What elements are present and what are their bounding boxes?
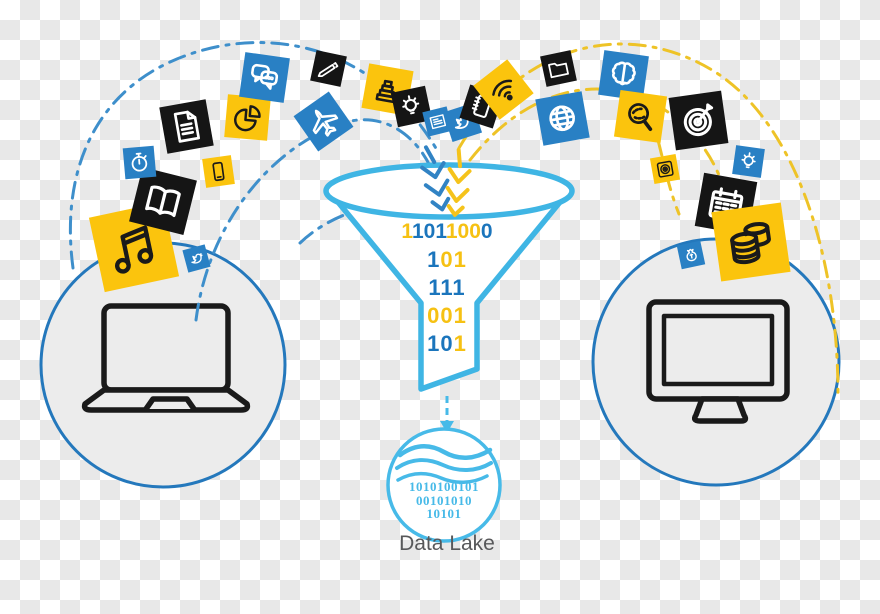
- funnel-binary-row: 101: [427, 247, 467, 272]
- funnel-binary-row: 001: [427, 303, 467, 328]
- monitor-icon: [646, 299, 790, 424]
- lake-waves: [395, 444, 493, 484]
- funnel-binary-row: 101: [427, 331, 467, 356]
- down-arrowhead: [440, 421, 454, 433]
- funnel-binary-row: 11011000: [401, 220, 493, 243]
- funnel-inflow-arrows-yellow: [445, 147, 472, 217]
- funnel-binary-row: 111: [428, 275, 466, 300]
- laptop-icon: [81, 303, 251, 413]
- funnel-inflow-arrows-blue: [420, 145, 451, 212]
- lake-binary-row: 10101: [426, 506, 462, 521]
- lake-binary-row: 1010100101: [409, 479, 479, 494]
- data-lake-icon: [386, 427, 502, 543]
- lake-binary-row: 00101010: [416, 492, 472, 508]
- yellow-arc-fragment-2: [656, 138, 681, 216]
- funnel-to-lake-connector: [440, 396, 454, 433]
- data-lake-label: Data Lake: [399, 532, 495, 555]
- funnel-binary-text: 11011000 101 111 001 101: [327, 218, 567, 358]
- blue-arc-outer: [68, 41, 439, 270]
